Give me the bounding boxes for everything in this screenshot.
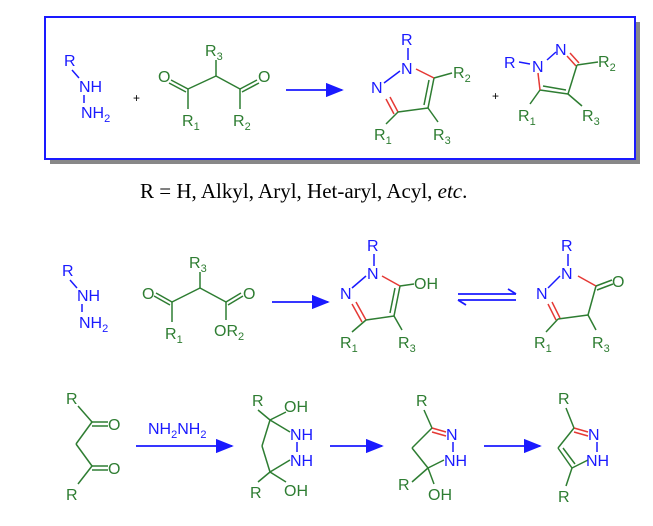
pyrazole-a-n2: N — [371, 80, 383, 97]
hydrazine-nh: NH — [79, 79, 102, 96]
equilibrium-arrows — [457, 288, 517, 306]
ketoester-o1: O — [142, 286, 154, 303]
diol-oh2: OH — [284, 483, 308, 500]
hydrazine-reagent: NH2NH2 — [148, 421, 206, 441]
hydroxypyrazole-n2: N — [340, 286, 352, 303]
pyrazole-nh: NH — [586, 453, 609, 470]
s2-hydrazine-nh2: NH2 — [79, 315, 108, 335]
pyrazole-a-r2: R2 — [453, 65, 471, 85]
diol-nh2: NH — [290, 453, 313, 470]
ketoester-o2: O — [243, 286, 255, 303]
s2-hydrazine-nh: NH — [77, 288, 100, 305]
hydrazine-nh2: NH2 — [81, 105, 110, 125]
pyrazole-b-n1: N — [532, 59, 544, 76]
scheme3-pyrazole: R N NH R — [557, 391, 609, 506]
diol-oh1: OH — [284, 399, 308, 416]
pyrazole-b-r2: R2 — [598, 54, 616, 74]
pyrazole-a-r1: R1 — [374, 127, 392, 147]
diol-r1: R — [252, 393, 264, 410]
diketone-o1: O — [158, 69, 170, 86]
plus-sign-2: + — [492, 89, 499, 103]
substituent-caption: R = H, Alkyl, Aryl, Het-aryl, Acyl, etc. — [140, 179, 467, 203]
s3-diketone-r-bot: R — [66, 487, 78, 504]
pyrazoline-oh: OH — [428, 487, 452, 504]
scheme2-ketoester — [153, 272, 244, 322]
scheme1-diketone — [168, 60, 260, 109]
pyrazole-r-top: R — [558, 391, 570, 408]
pyrazolone-r1: R1 — [534, 335, 552, 355]
pyrazole-n: N — [588, 427, 600, 444]
pyrazole-b-n2: N — [555, 42, 567, 59]
scheme2-hydrazine: R NH NH2 — [62, 263, 108, 335]
scheme1-pyrazole-b: R N N R2 R1 R3 — [504, 42, 616, 128]
pyrazolone-n2: N — [536, 286, 548, 303]
pyrazole-r-bot: R — [558, 489, 570, 506]
s2-hydrazine-r: R — [62, 263, 74, 280]
scheme3-diketone — [75, 405, 108, 485]
pyrazole-b-r3: R3 — [582, 108, 600, 128]
pyrazole-a-r3: R3 — [433, 127, 451, 147]
s3-diketone-r-top: R — [66, 391, 78, 408]
plus-sign-1: + — [133, 91, 140, 105]
pyrazoline-n: N — [446, 427, 458, 444]
hydroxypyrazole-n1: N — [367, 266, 379, 283]
scheme2-hydroxypyrazole: R N N OH R1 R3 — [340, 238, 438, 355]
scheme2-pyrazolone: R N N O R1 R3 — [534, 238, 624, 355]
scheme3-pyrazoline: R N NH R OH — [398, 393, 467, 504]
hydrazine-r: R — [64, 53, 76, 70]
s3-diketone-o1: O — [108, 417, 120, 434]
ketoester-or2: OR2 — [214, 323, 244, 343]
ketoester-r1: R1 — [165, 326, 183, 346]
pyrazolone-n1: N — [561, 266, 573, 283]
pyrazoline-nh: NH — [444, 453, 467, 470]
hydroxypyrazole-r: R — [367, 238, 379, 255]
pyrazolone-r: R — [561, 238, 573, 255]
hydroxypyrazole-oh: OH — [414, 276, 438, 293]
pyrazolone-r3: R3 — [592, 335, 610, 355]
diol-nh1: NH — [290, 427, 313, 444]
scheme1-hydrazine: R NH NH2 — [64, 53, 110, 125]
diketone-o2: O — [258, 69, 270, 86]
diketone-r2: R2 — [233, 113, 251, 133]
diketone-r3: R3 — [205, 43, 223, 63]
pyrazoline-r-bot: R — [398, 477, 410, 494]
hydroxypyrazole-r3: R3 — [398, 335, 416, 355]
hydroxypyrazole-r1: R1 — [340, 335, 358, 355]
scheme1-pyrazole-a: R N N R2 R1 R3 — [371, 32, 471, 147]
pyrazoline-r-top: R — [416, 393, 428, 410]
diol-r2: R — [250, 485, 262, 502]
s3-diketone-o2: O — [108, 461, 120, 478]
scheme3-diol: OH NH NH R R OH — [250, 393, 313, 502]
ketoester-r3: R3 — [189, 255, 207, 275]
pyrazole-b-r: R — [504, 55, 516, 72]
diketone-r1: R1 — [182, 113, 200, 133]
pyrazole-b-r1: R1 — [518, 108, 536, 128]
pyrazole-a-n1: N — [401, 61, 413, 78]
pyrazole-a-r: R — [401, 32, 413, 49]
pyrazolone-o: O — [612, 274, 624, 291]
